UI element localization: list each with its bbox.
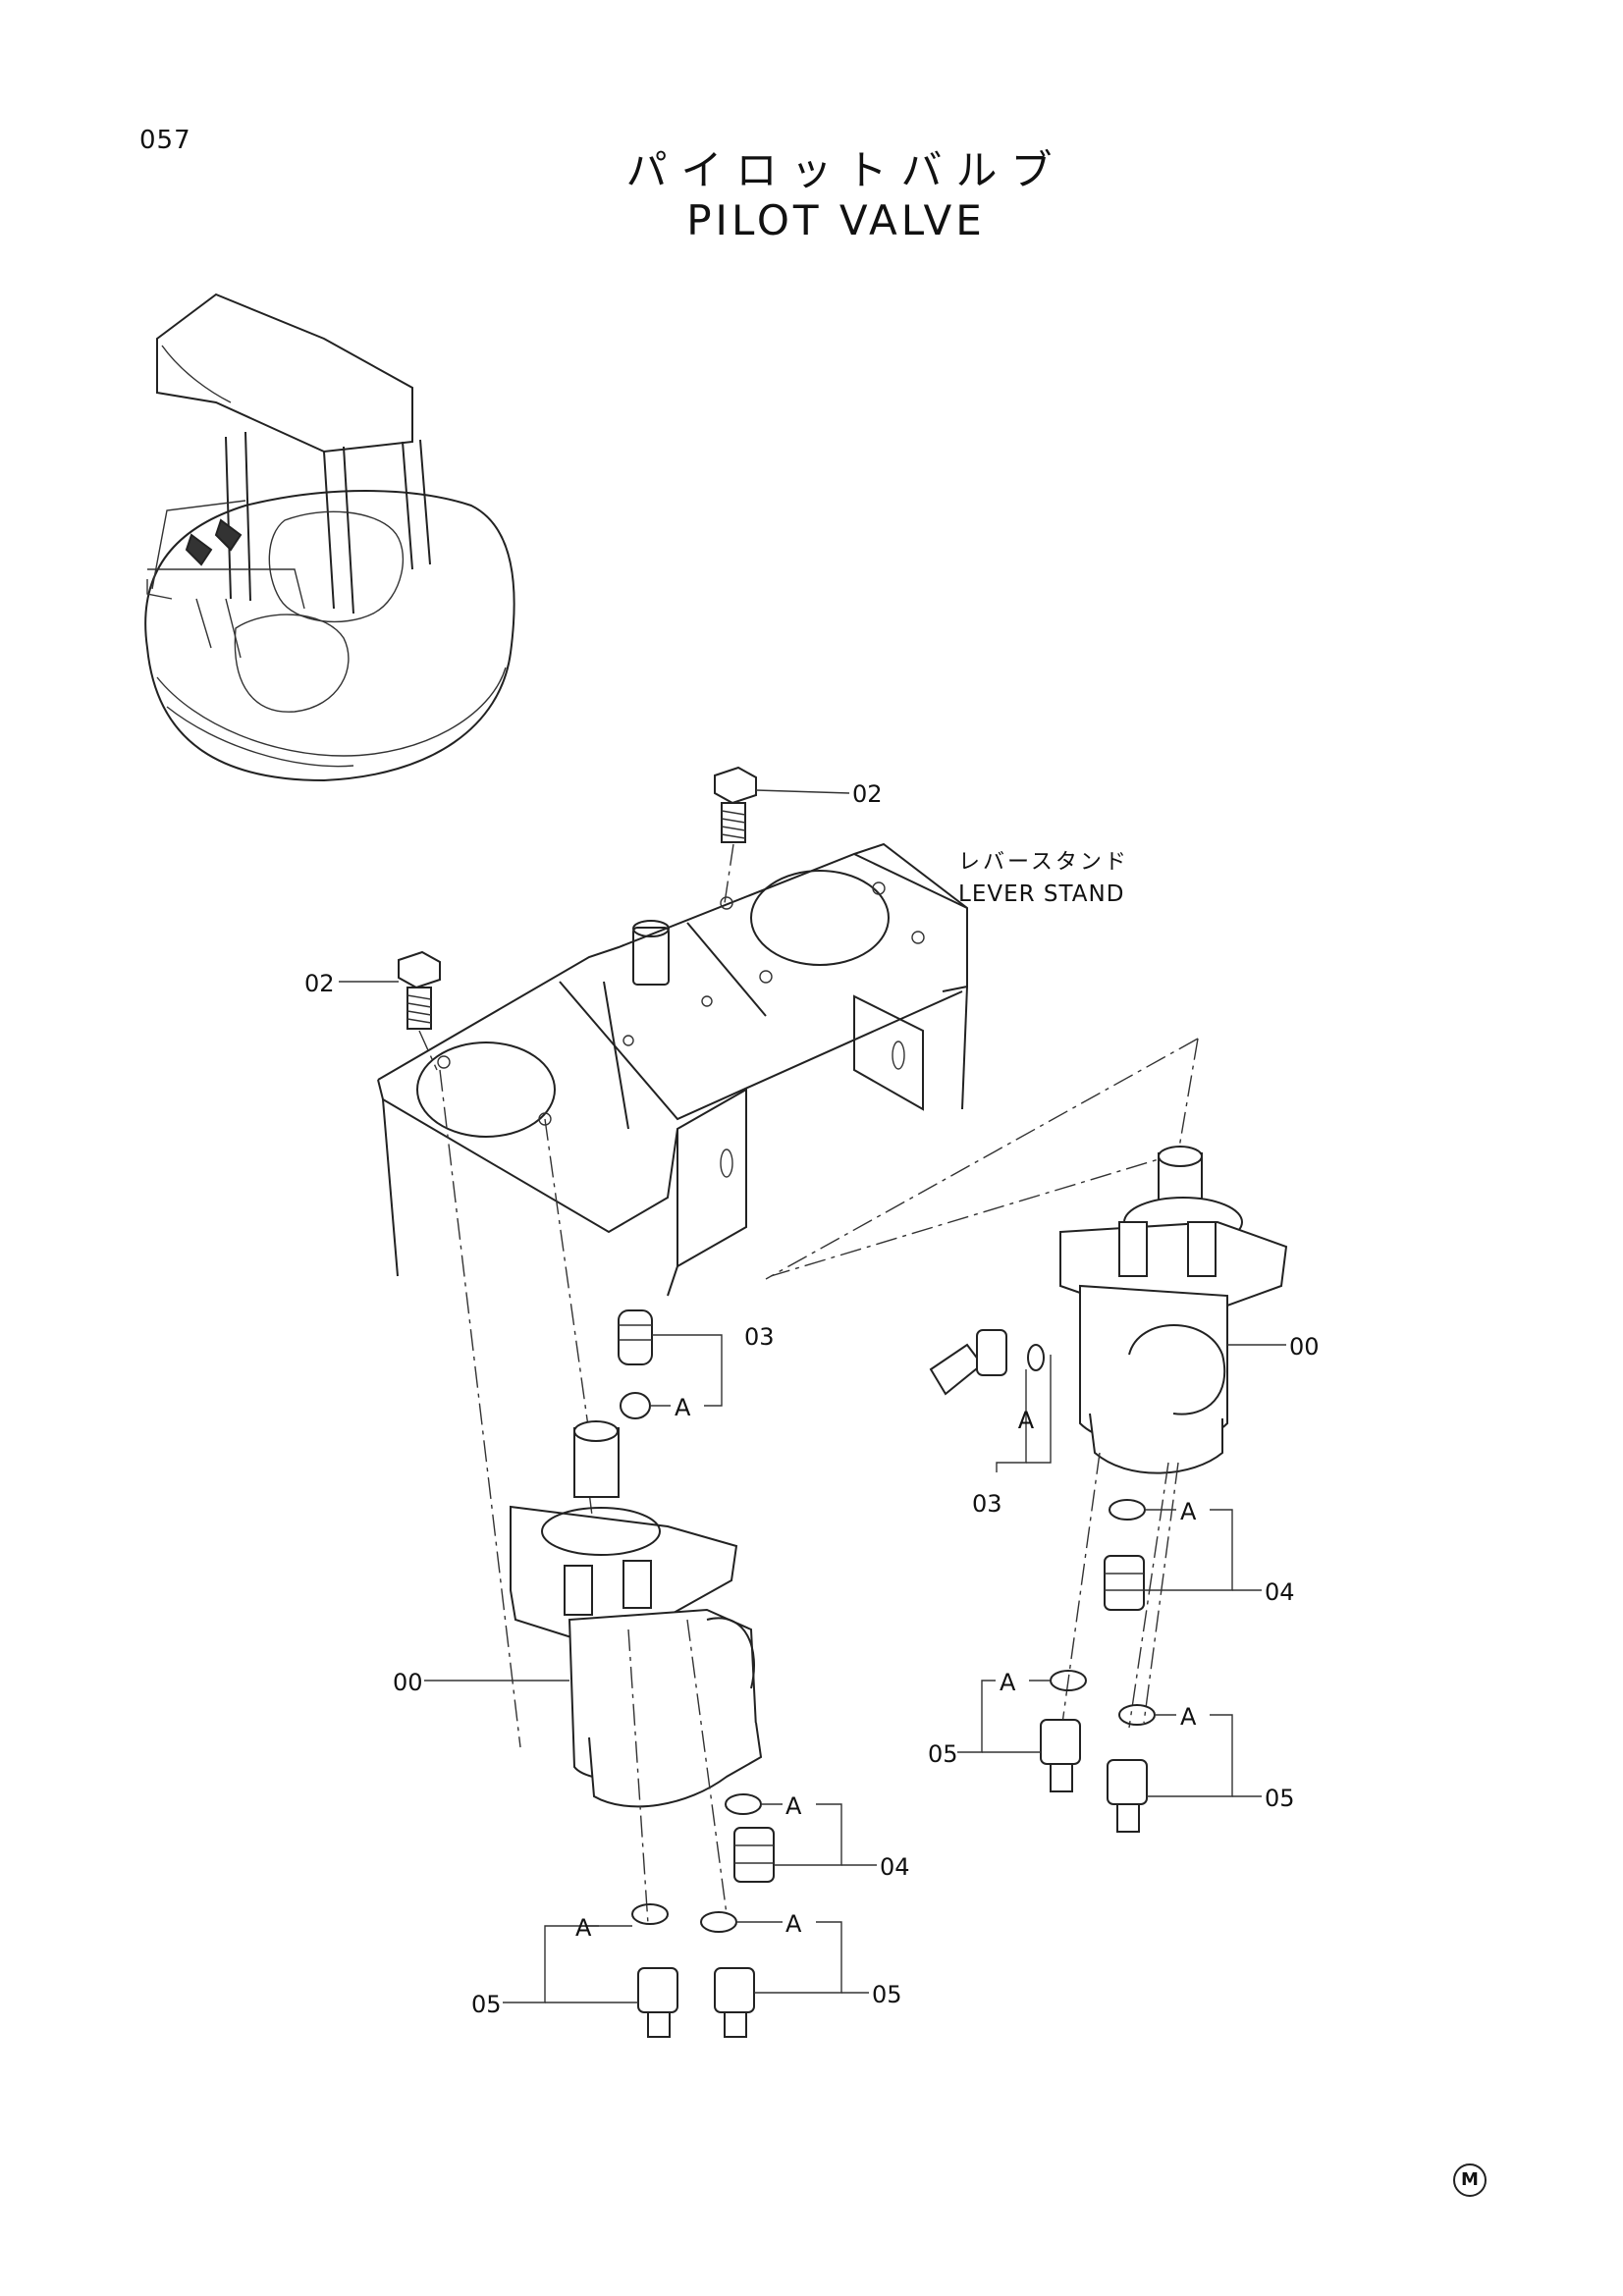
page-number: 057 [139, 126, 191, 155]
title-english: PILOT VALVE [686, 196, 986, 244]
callout-05-left-a: 05 [471, 1991, 502, 2018]
leader-lines [339, 789, 1286, 2003]
callout-a-03-right: A [1018, 1407, 1035, 1434]
bolt-02-left [398, 950, 441, 1071]
callout-02-left: 02 [304, 970, 335, 997]
callout-a-05-left-a: A [575, 1914, 592, 1942]
callout-04-left: 04 [880, 1853, 910, 1881]
circled-m-mark: M [1453, 2163, 1487, 2197]
pilot-valve-right-illustration [765, 1038, 1288, 1738]
fittings-04-05-right [1040, 1499, 1156, 1833]
pilot-valve-left-illustration [439, 1069, 763, 1925]
callout-00-left: 00 [393, 1669, 423, 1696]
elbow-fitting-03-right [929, 1329, 1045, 1396]
callout-a-05-right-a: A [1000, 1669, 1016, 1696]
callout-03-right: 03 [972, 1490, 1002, 1518]
bolt-02-top [714, 766, 757, 904]
callout-a-03-left: A [675, 1394, 691, 1421]
lever-stand-illustration [377, 842, 968, 1297]
callout-05-right-a: 05 [928, 1740, 958, 1768]
callout-a-05-right-b: A [1180, 1703, 1197, 1731]
callout-a-05-left-b: A [785, 1910, 802, 1938]
title-japanese: パイロットバルブ [625, 146, 1066, 194]
machine-overview-illustration [144, 293, 515, 782]
callout-a-04-left: A [785, 1792, 802, 1820]
lever-stand-label-japanese: レバースタンド [958, 850, 1129, 875]
callout-03-left: 03 [744, 1323, 775, 1351]
lever-stand-label-english: LEVER STAND [958, 881, 1124, 907]
callout-02-top: 02 [852, 780, 883, 808]
callout-05-right-b: 05 [1265, 1785, 1295, 1812]
callout-a-04-right: A [1180, 1498, 1197, 1525]
callout-05-left-b: 05 [872, 1981, 902, 2008]
fittings-04-05-left [631, 1793, 775, 2038]
callout-00-right: 00 [1289, 1333, 1320, 1361]
callout-04-right: 04 [1265, 1578, 1295, 1606]
elbow-fitting-03-left [618, 1309, 653, 1419]
